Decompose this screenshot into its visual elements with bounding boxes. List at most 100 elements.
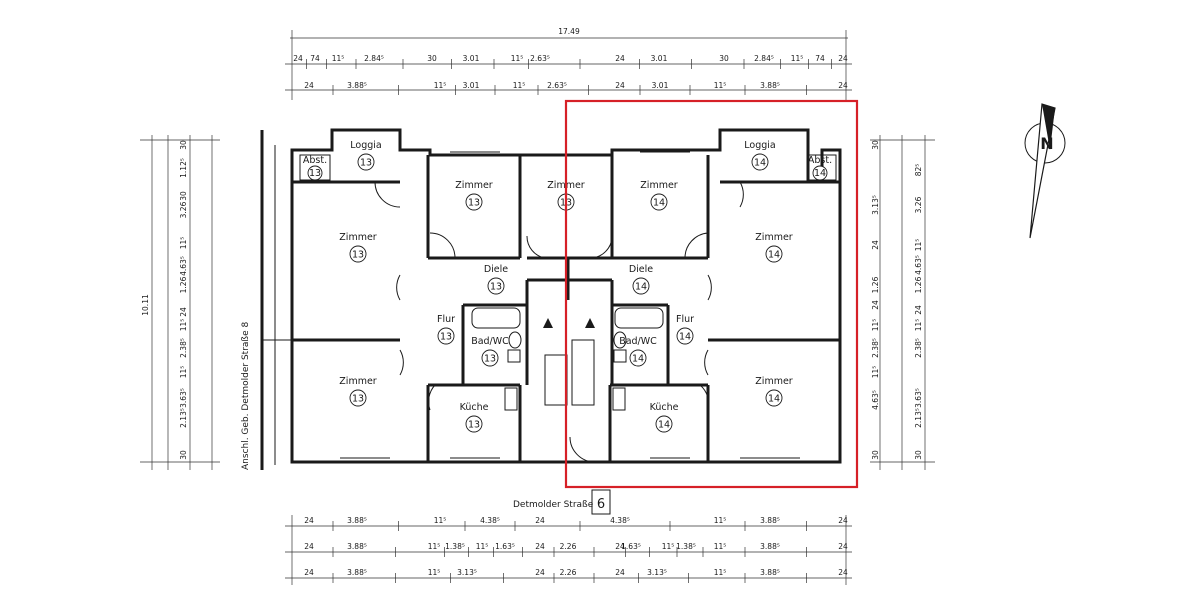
dimension-label: 24 bbox=[914, 305, 923, 315]
dimension-label: 24 bbox=[871, 240, 880, 250]
dimension-label: 3.63⁵ bbox=[914, 388, 923, 408]
room-label-abst-13: Abst. bbox=[303, 155, 327, 166]
unit-circle bbox=[307, 165, 323, 181]
dimension-label: 24 bbox=[535, 568, 545, 577]
dimension-label: 1.26 bbox=[179, 276, 188, 293]
left-dimensions: 10.11 301.12⁵303.2611⁵4.63⁵1.262411⁵2.38… bbox=[140, 135, 220, 470]
dimension-label: 3.13⁵ bbox=[457, 568, 477, 577]
dimension-label: 24 bbox=[838, 81, 848, 90]
room-label-kueche-13: Küche bbox=[460, 402, 489, 413]
dimension-label: 11⁵ bbox=[871, 366, 880, 379]
dimension-label: 3.88⁵ bbox=[760, 516, 780, 525]
dimension-label: 4.38⁵ bbox=[480, 516, 500, 525]
dimension-label: 30 bbox=[719, 54, 729, 63]
dimension-label: 24 bbox=[304, 568, 314, 577]
dimension-label: 2.13⁵ bbox=[914, 408, 923, 428]
unit-circle bbox=[632, 277, 650, 295]
adjacent-building: Anschl. Geb. Detmolder Straße 8 bbox=[241, 130, 292, 470]
dimension-label: 3.26 bbox=[179, 201, 188, 218]
dimension-label: 24 bbox=[615, 54, 625, 63]
dimension-label: 24 bbox=[293, 54, 303, 63]
street-annotation: Detmolder Straße 6 bbox=[513, 489, 611, 515]
dimension-label: 11⁵ bbox=[332, 54, 345, 63]
dimension-label: 11⁵ bbox=[428, 568, 441, 577]
dimension-label: 3.88⁵ bbox=[347, 542, 367, 551]
dimension-label: 30 bbox=[871, 140, 880, 150]
dimension-label: 30 bbox=[179, 140, 188, 150]
unit-circle bbox=[655, 415, 673, 433]
dimension-label: 24 bbox=[615, 568, 625, 577]
dimension-label: 2.84⁵ bbox=[754, 54, 774, 63]
dimension-label: 3.13⁵ bbox=[871, 195, 880, 215]
dimension-label: 2.84⁵ bbox=[364, 54, 384, 63]
dimension-label: 11⁵ bbox=[179, 366, 188, 379]
room-label-zimmer-14-a: Zimmer bbox=[640, 180, 678, 191]
dimension-label: 24 bbox=[304, 542, 314, 551]
dimension-label: 11⁵ bbox=[476, 542, 489, 551]
dimension-label: 11⁵ bbox=[662, 542, 675, 551]
north-arrow: N bbox=[1024, 103, 1066, 239]
room-label-zimmer-13-c: Zimmer bbox=[339, 232, 377, 243]
dimension-label: 2.38⁵ bbox=[871, 338, 880, 358]
dimension-label: 30 bbox=[871, 450, 880, 460]
dimension-label: 2.63⁵ bbox=[547, 81, 567, 90]
unit-number-zimmer-14-b: 14 bbox=[768, 250, 780, 261]
dimension-label: 4.63⁵ bbox=[179, 256, 188, 276]
dimension-label: 4.63⁵ bbox=[914, 255, 923, 275]
unit-number-bad-14: 14 bbox=[632, 354, 644, 365]
room-label-zimmer-13-d: Zimmer bbox=[339, 376, 377, 387]
unit-circle bbox=[465, 415, 483, 433]
dimension-label: 30 bbox=[179, 450, 188, 460]
dimension-label: 24 bbox=[535, 542, 545, 551]
dimension-column-left: 301.12⁵303.2611⁵4.63⁵1.262411⁵2.38⁵11⁵3.… bbox=[179, 140, 188, 460]
total-height-dimension: 10.11 bbox=[141, 294, 150, 316]
dimension-label: 30 bbox=[914, 450, 923, 460]
dimension-label: 24 bbox=[871, 300, 880, 310]
room-label-flur-13: Flur bbox=[437, 314, 455, 325]
dimension-label: 4.38⁵ bbox=[610, 516, 630, 525]
room-label-loggia-14: Loggia bbox=[744, 140, 775, 151]
dimension-label: 74 bbox=[310, 54, 320, 63]
dimension-label: 3.01 bbox=[652, 81, 669, 90]
room-labels: Loggia13Abst.13Zimmer13Zimmer13Zimmer13Z… bbox=[303, 140, 832, 433]
unit-number-abst-13: 13 bbox=[309, 168, 321, 179]
dimension-label: 1.63⁵ bbox=[621, 542, 641, 551]
unit-circle bbox=[751, 153, 769, 171]
room-label-zimmer-14-c: Zimmer bbox=[755, 376, 793, 387]
dimension-label: 11⁵ bbox=[179, 237, 188, 250]
dimension-label: 24 bbox=[838, 568, 848, 577]
unit-circle bbox=[437, 327, 455, 345]
dimension-label: 1.38⁵ bbox=[445, 542, 465, 551]
adjacent-building-label: Anschl. Geb. Detmolder Straße 8 bbox=[241, 322, 251, 470]
room-label-flur-14: Flur bbox=[676, 314, 694, 325]
room-label-abst-14: Abst. bbox=[808, 155, 832, 166]
dimension-label: 24 bbox=[179, 307, 188, 317]
dimension-label: 4.63⁵ bbox=[871, 390, 880, 410]
dimension-label: 11⁵ bbox=[714, 81, 727, 90]
dimension-label: 3.88⁵ bbox=[347, 81, 367, 90]
dimension-label: 24 bbox=[615, 81, 625, 90]
dimension-label: 11⁵ bbox=[511, 54, 524, 63]
dimension-label: 3.01 bbox=[463, 81, 480, 90]
dimension-label: 11⁵ bbox=[714, 568, 727, 577]
room-label-bad-14: Bad/WC bbox=[619, 336, 657, 347]
unit-number-zimmer-14-a: 14 bbox=[653, 198, 665, 209]
dimension-label: 2.13⁵ bbox=[179, 408, 188, 428]
dimension-label: 1.26 bbox=[871, 276, 880, 293]
dimension-label: 2.38⁵ bbox=[914, 338, 923, 358]
dimension-label: 24 bbox=[535, 516, 545, 525]
dimension-column-right-2: 82⁵3.2611⁵4.63⁵1.262411⁵2.38⁵2.13⁵3.63⁵3… bbox=[914, 164, 923, 460]
unit-circle bbox=[481, 349, 499, 367]
highlight-box-unit-14 bbox=[564, 99, 859, 489]
dimension-label: 24 bbox=[838, 54, 848, 63]
dimension-label: 11⁵ bbox=[179, 319, 188, 332]
dimension-label: 30 bbox=[427, 54, 437, 63]
room-label-zimmer-14-b: Zimmer bbox=[755, 232, 793, 243]
unit-number-kueche-13: 13 bbox=[468, 420, 480, 431]
